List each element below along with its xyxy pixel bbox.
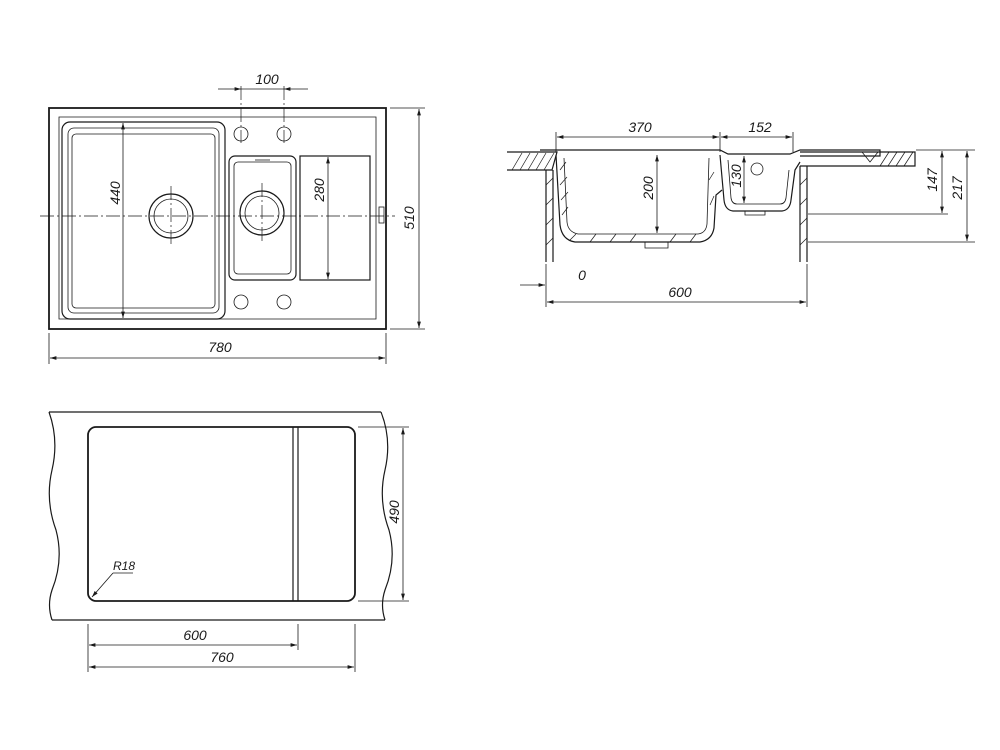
main-bowl-floor: [71, 133, 216, 309]
cutout-outline: [87, 426, 356, 602]
dim-line: [91, 572, 114, 598]
sink-outline: [48, 107, 387, 330]
countertop-right: [800, 151, 916, 167]
main-drain-section: [644, 242, 669, 249]
dim-small-bowl-width: 152: [748, 119, 772, 135]
dim-overall-depth: 510: [401, 206, 417, 230]
sink-top: [540, 149, 881, 157]
dim-small-bowl-depth: 280: [311, 178, 327, 203]
dim-main-bowl-height: 200: [640, 176, 656, 201]
countertop-left: [507, 151, 558, 171]
tap-symbol: [861, 151, 879, 163]
overflow-hole: [750, 162, 764, 176]
main-bowl-inner: [563, 157, 710, 235]
countertop-left-hatch: [511, 152, 555, 171]
section-view: 370 152 200 130 147 217 0 600: [507, 119, 975, 307]
dim-small-bowl-height: 130: [728, 164, 744, 188]
main-bowl: [61, 121, 226, 320]
tap-hole-3: [233, 294, 249, 310]
sink-rim: [58, 116, 377, 320]
dim-rim-height: 147: [924, 167, 940, 192]
main-bowl-section: [555, 154, 723, 243]
cabinet-wall-left-hatch: [545, 177, 554, 246]
dim-offset: 0: [578, 267, 586, 283]
dim-overall-width: 780: [208, 339, 232, 355]
top-view: 100 440 280 510 780: [40, 71, 425, 364]
dim-bowl-depth: 440: [107, 181, 123, 205]
main-bowl-inner: [67, 127, 220, 314]
small-bowl-inner: [727, 159, 790, 205]
cutout-view: R18 490 600 760: [48, 411, 409, 672]
cutout-divider: [292, 427, 299, 601]
main-bowl-hatch: [559, 161, 715, 243]
countertop-right-hatch: [879, 151, 914, 167]
small-bowl: [228, 155, 297, 281]
cabinet-wall-right-hatch: [799, 177, 808, 246]
cabinet-wall-right: [799, 166, 808, 262]
countertop-break-right: [380, 411, 393, 621]
dim-inner-width: 600: [183, 627, 207, 643]
dim-cutout-width: 760: [210, 649, 234, 665]
overflow-slot: [378, 206, 385, 224]
dim-radius: R18: [113, 559, 135, 573]
small-bowl-section: [719, 154, 801, 212]
small-drain-section: [744, 211, 766, 216]
dim-cutout-depth: 490: [386, 500, 402, 524]
tap-hole-4: [276, 294, 292, 310]
drainboard: [299, 155, 371, 281]
dim-bowl-spacing: 100: [255, 71, 279, 87]
dim-cabinet-width: 600: [668, 284, 692, 300]
dim-main-bowl-width: 370: [628, 119, 652, 135]
small-bowl-inner: [233, 161, 292, 275]
countertop-break-left: [48, 411, 60, 621]
cabinet-wall-left: [545, 170, 554, 262]
dim-total-height: 217: [949, 175, 965, 201]
